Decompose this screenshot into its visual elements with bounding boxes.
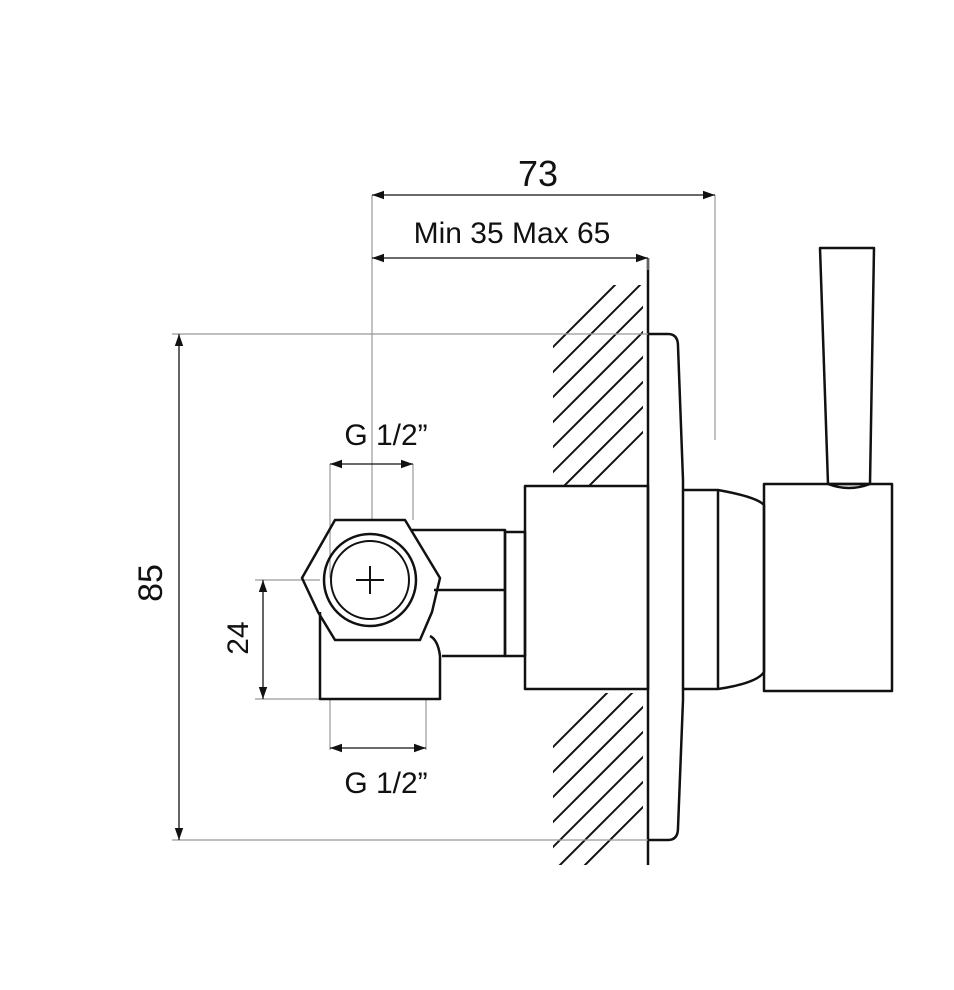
- hex-fitting: [300, 518, 442, 642]
- handle-base: [762, 482, 894, 693]
- inlet-pipe: [412, 528, 507, 658]
- cover-plate: [648, 332, 685, 842]
- bonnet: [683, 488, 766, 691]
- body-block: [523, 484, 650, 691]
- wall-hatch-top: [553, 285, 643, 485]
- dim-wall-range-label: Min 35 Max 65: [414, 217, 611, 250]
- spacer: [503, 530, 527, 658]
- dim-thread-bottom-label: G 1/2”: [344, 767, 427, 800]
- valve-outline: [300, 246, 894, 842]
- dim-thread-top-label: G 1/2”: [344, 419, 427, 452]
- wall-hatch-bottom: [553, 693, 643, 865]
- elbow: [318, 612, 442, 701]
- outlet-ring-outer: [322, 532, 418, 628]
- outlet-ring-inner: [330, 540, 410, 620]
- center-mark: [356, 566, 384, 594]
- dimension-lines: [174, 190, 715, 840]
- dim-24-label: 24: [222, 621, 255, 654]
- extension-lines: [172, 195, 716, 841]
- dim-73-label: 73: [518, 153, 558, 194]
- lever-handle: [818, 246, 876, 486]
- dim-85-label: 85: [132, 564, 170, 602]
